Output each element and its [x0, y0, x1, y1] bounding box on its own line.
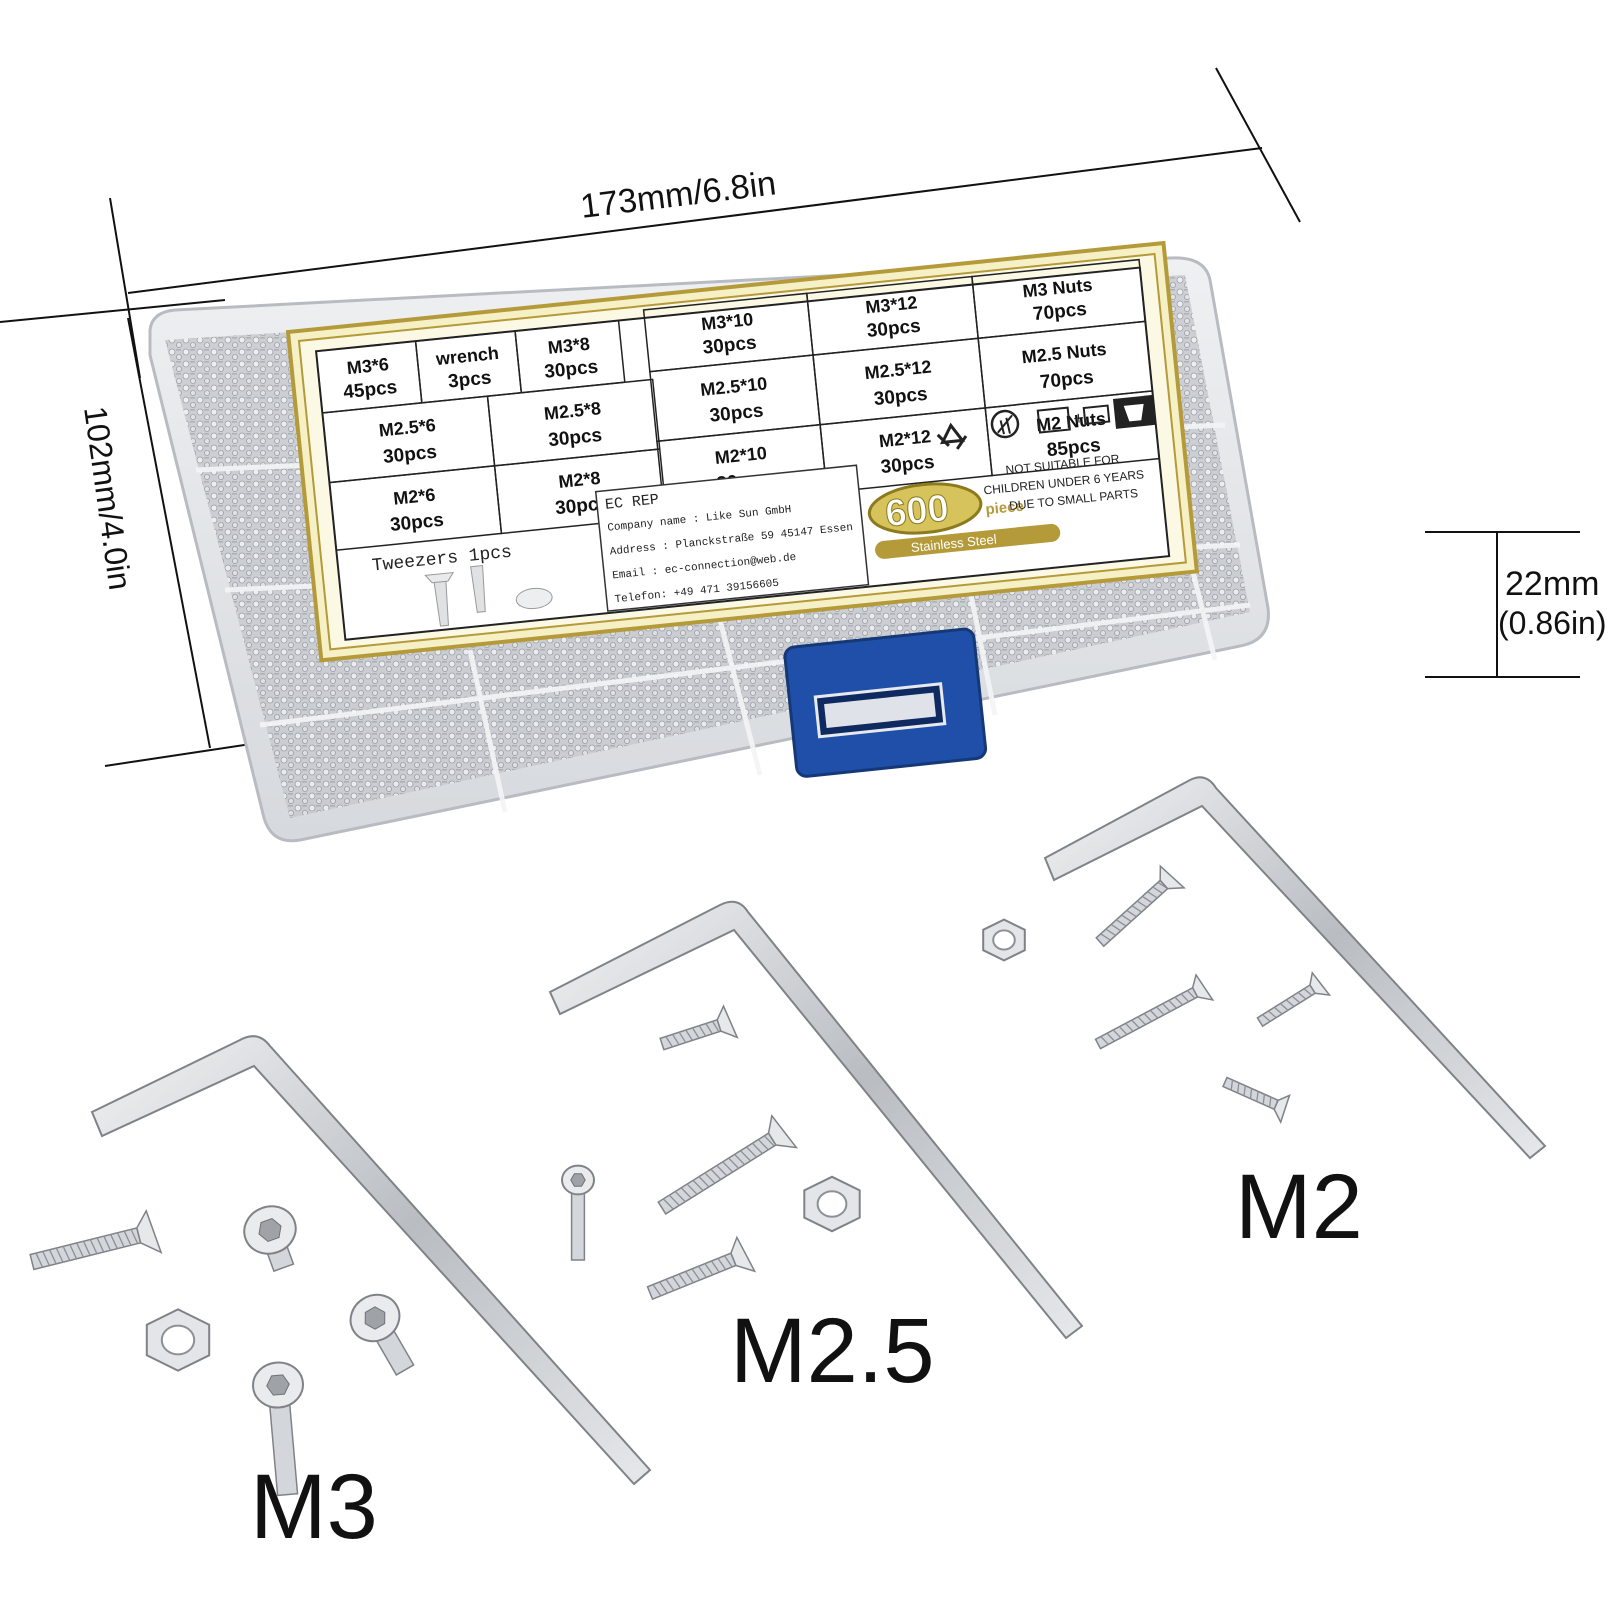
height-dimension-mm: 22mm — [1505, 565, 1599, 603]
hex-nut-icon — [803, 1175, 861, 1233]
label-cell-border — [984, 390, 1161, 477]
piece-word: piece — [985, 498, 1025, 519]
box-label: M3*645pcswrench3pcsM3*830pcsM3*1030pcsM3… — [285, 240, 1200, 663]
screw-icon — [659, 1004, 739, 1051]
recycle-icon — [936, 422, 968, 450]
hex-wrench-m25-icon — [548, 900, 1084, 1340]
cap-screw-icon — [252, 1361, 304, 1497]
screw-icon — [29, 1209, 163, 1271]
screw-icon — [657, 1114, 799, 1215]
no-litter-icon — [990, 409, 1020, 439]
label-cell-border — [493, 448, 668, 535]
box-latch — [783, 627, 988, 778]
svg-text:+: + — [1072, 410, 1085, 427]
cap-screw-icon — [349, 1293, 415, 1376]
width-dimension: 102mm/4.0in — [77, 404, 138, 592]
screw-icon — [1222, 1076, 1291, 1125]
label-cell-name: M2*8 — [558, 468, 602, 492]
count-badge — [867, 482, 983, 535]
label-cell-name: M2*6 — [392, 485, 436, 509]
label-grid: M3*645pcswrench3pcsM3*830pcsM3*1030pcsM3… — [315, 258, 1161, 552]
packaging-icon: + — [1036, 394, 1156, 434]
screw-icon — [1095, 864, 1186, 948]
cap-screw-icon — [243, 1205, 297, 1273]
ec-rep-mark: EC REP — [604, 491, 659, 513]
hex-wrench-m2-icon — [1043, 776, 1547, 1160]
length-dimension: 173mm/6.8in — [578, 164, 778, 226]
piece-count: 600 — [883, 487, 950, 535]
hex-nut-icon — [145, 1308, 211, 1372]
screw-icon — [1256, 971, 1332, 1028]
size-label-m25: M2.5 — [730, 1300, 935, 1402]
label-cell-name: M3*6 — [346, 354, 390, 378]
hex-nut-icon — [982, 918, 1026, 962]
height-dimension-in: (0.86in) — [1498, 605, 1607, 641]
label-cell-name: M3*8 — [547, 334, 591, 358]
screw-sketch-icon — [424, 564, 553, 627]
loose-parts — [29, 864, 1332, 1497]
screw-icon — [646, 1235, 757, 1301]
size-label-m3: M3 — [250, 1456, 378, 1558]
cap-screw-icon — [561, 1164, 595, 1261]
screw-icon — [1094, 973, 1215, 1050]
hex-wrench-m3-icon — [90, 1035, 652, 1486]
size-label-m2: M2 — [1235, 1156, 1363, 1258]
label-cell-qty: 3pcs — [447, 367, 492, 392]
hex-wrenches — [90, 776, 1547, 1486]
dimension-lines — [0, 67, 1580, 767]
